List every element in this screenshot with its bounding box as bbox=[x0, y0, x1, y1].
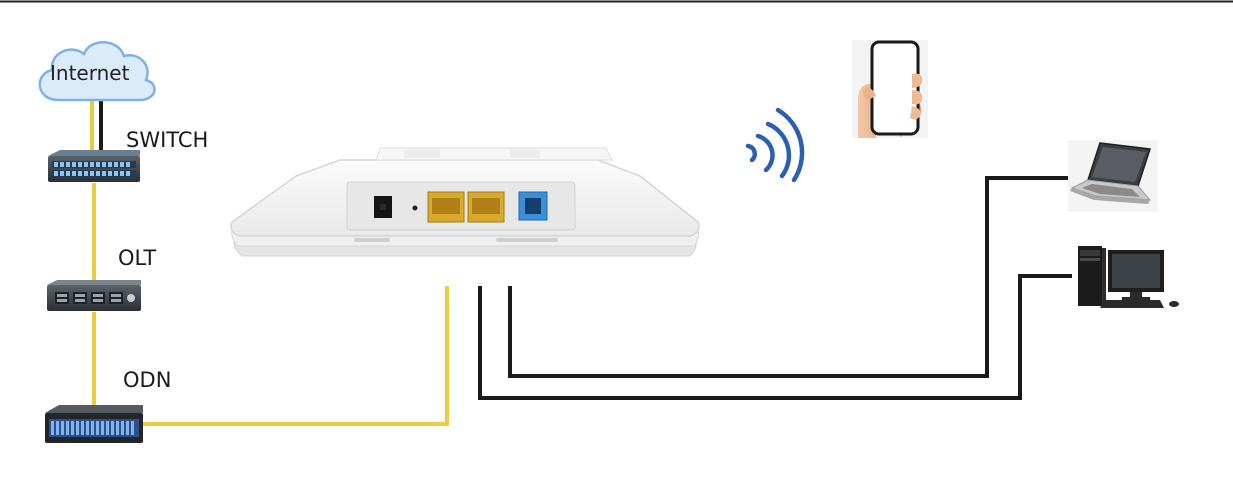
switch-label: SWITCH bbox=[126, 128, 209, 152]
fiber-odn-onu bbox=[142, 286, 449, 426]
ceiling-onu-router-icon bbox=[230, 147, 700, 257]
smartphone-icon bbox=[852, 40, 928, 138]
cables bbox=[90, 100, 1072, 426]
odn-splitter-icon bbox=[45, 405, 143, 443]
ethernet-onu-laptop bbox=[508, 176, 1072, 378]
laptop-icon bbox=[1068, 140, 1158, 212]
olt-label: OLT bbox=[118, 246, 157, 270]
olt-device-icon bbox=[47, 280, 141, 311]
internet-label: Internet bbox=[50, 61, 130, 85]
desktop-pc-icon bbox=[1078, 246, 1179, 308]
cloud-icon bbox=[38, 41, 156, 102]
odn-label: ODN bbox=[123, 368, 172, 392]
network-switch-icon bbox=[48, 150, 140, 182]
wifi-signal-icon bbox=[745, 107, 805, 183]
ethernet-onu-desktop bbox=[478, 274, 1072, 400]
